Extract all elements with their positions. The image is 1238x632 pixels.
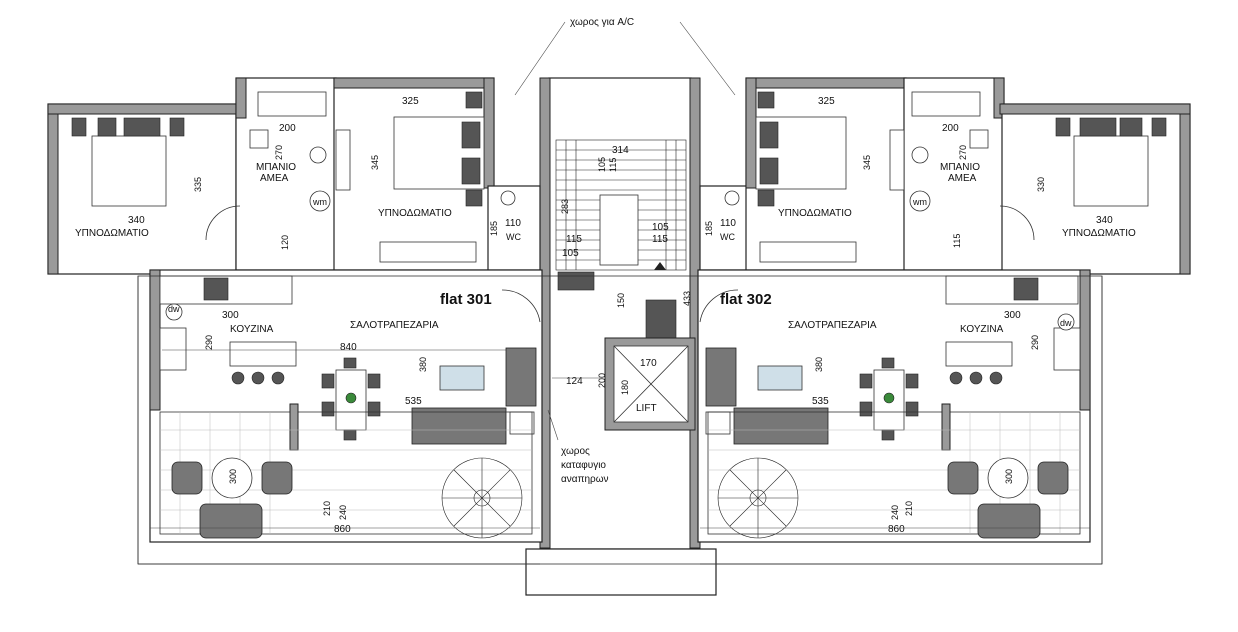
dim-kitchen-300-r: 300 (1004, 310, 1021, 321)
dim-bath-200: 200 (279, 123, 296, 134)
dim-core-433: 433 (682, 291, 692, 306)
dim-bed2-325: 325 (402, 96, 419, 107)
dim-balcony-300-l: 300 (228, 469, 238, 484)
lift-label: LIFT (636, 403, 657, 414)
kitchen-label-r: ΚΟΥΖΙΝΑ (960, 324, 1004, 335)
dim-living-840: 840 (340, 342, 357, 353)
wm-label-r: wm (912, 197, 927, 207)
dim-balcony-860-r: 860 (888, 524, 905, 535)
bedroom-label-r2: ΥΠΝΟΔΩΜΑΤΙΟ (778, 208, 852, 219)
ac-space-label: χωρος για A/C (570, 17, 634, 28)
bed-right-1 (1055, 117, 1167, 207)
living-label-l: ΣΑΛΟΤΡΑΠΕΖΑΡΙΑ (350, 320, 439, 331)
shelter-note-line2: καταφυγιο (561, 460, 606, 471)
kitchen-left (159, 275, 297, 385)
dim-bath-270: 270 (274, 145, 284, 160)
flat-302-title: flat 302 (720, 291, 772, 308)
dim-hall-115-r: 115 (952, 234, 962, 248)
dim-core-105-a: 105 (597, 157, 607, 172)
bath-right (909, 91, 989, 212)
flat-301-title: flat 301 (440, 291, 492, 308)
dim-wc-185-r: 185 (704, 221, 714, 236)
dim-bed1-335: 335 (193, 177, 203, 192)
lift: LIFT (604, 337, 696, 431)
ac-note: χωρος για A/C (514, 17, 736, 96)
dw-label-r: dw (1060, 318, 1072, 328)
kitchen-right (945, 275, 1081, 385)
bath-left (249, 91, 331, 212)
bath-label-r: ΜΠΑΝΙΟ (940, 162, 980, 173)
bed-right-2 (755, 91, 905, 263)
dim-bath-200-r: 200 (942, 123, 959, 134)
bath-sub-label-r: ΑΜΕΑ (948, 173, 977, 184)
dim-balcony-240-r: 240 (890, 505, 900, 520)
dim-balcony-210-r: 210 (904, 501, 914, 516)
dim-living-535-r: 535 (812, 396, 829, 407)
dim-core-115-a: 115 (608, 158, 618, 172)
dw-label-l: dw (168, 304, 180, 314)
dim-kitchen-300: 300 (222, 310, 239, 321)
balcony-right (707, 403, 1081, 539)
dim-balcony-860-l: 860 (334, 524, 351, 535)
shelter-note-line1: χωρος (561, 446, 590, 457)
dim-lift-shaft: 200 (597, 373, 607, 388)
dim-lift-depth: 180 (620, 380, 630, 395)
dim-core-115-c: 115 (652, 234, 668, 245)
kitchen-label-l: ΚΟΥΖΙΝΑ (230, 324, 274, 335)
dim-wc-110: 110 (505, 218, 521, 229)
dim-bath-270-r: 270 (958, 145, 968, 160)
dim-core-105-b: 105 (562, 248, 579, 259)
dim-balcony-210-l: 210 (322, 501, 332, 516)
dim-bed-r2-345: 345 (862, 155, 872, 170)
dim-bed1-340: 340 (128, 215, 145, 226)
wm-label-l: wm (312, 197, 327, 207)
sofa-right (705, 347, 829, 445)
bedroom-label-r1: ΥΠΝΟΔΩΜΑΤΙΟ (1062, 228, 1136, 239)
dim-core-150: 150 (616, 293, 626, 308)
dim-bed-r1-340: 340 (1096, 215, 1113, 226)
dim-living-380: 380 (418, 357, 428, 372)
bedroom-label-l1: ΥΠΝΟΔΩΜΑΤΙΟ (75, 228, 149, 239)
flat-301: 340 ΥΠΝΟΔΩΜΑΤΙΟ 335 200 270 ΜΠΑΝΙΟ ΑΜΕΑ … (47, 77, 543, 565)
dim-bed2-345: 345 (370, 155, 380, 170)
bedroom-label-l2: ΥΠΝΟΔΩΜΑΤΙΟ (378, 208, 452, 219)
wc-label-r: WC (720, 232, 735, 242)
bath-sub-label-l: ΑΜΕΑ (260, 173, 289, 184)
dim-living-380-r: 380 (814, 357, 824, 372)
dim-kitchen-290-r: 290 (1030, 335, 1040, 350)
dining-right (859, 357, 919, 441)
flat-302: 110 185 WC 325 345 ΥΠΝΟΔΩΜΑΤΙΟ 200 270 Μ… (697, 77, 1191, 565)
dim-core-314: 314 (612, 145, 629, 156)
dim-balcony-300-r: 300 (1004, 469, 1014, 484)
bath-label-l: ΜΠΑΝΙΟ (256, 162, 296, 173)
dining-left (321, 357, 381, 441)
dim-bed-r1-330: 330 (1036, 177, 1046, 192)
bed-left-2 (335, 91, 485, 263)
dim-wc-185: 185 (489, 221, 499, 236)
shelter-note-line3: αναπηρων (561, 474, 609, 485)
dim-bed-r2-325: 325 (818, 96, 835, 107)
living-label-r: ΣΑΛΟΤΡΑΠΕΖΑΡΙΑ (788, 320, 877, 331)
balcony-left (159, 403, 533, 539)
dim-kitchen-290: 290 (204, 335, 214, 350)
dim-wc-110-r: 110 (720, 218, 736, 229)
dim-core-105-c: 105 (652, 222, 669, 233)
wc-label-l: WC (506, 232, 521, 242)
dim-hall-120: 120 (280, 235, 290, 250)
dim-core-283: 283 (560, 199, 570, 214)
bed-left-1 (71, 117, 185, 207)
dim-lift-width: 170 (640, 358, 657, 369)
dim-core-115-b: 115 (566, 234, 582, 245)
building-core: LIFT 170 180 200 124 314 105 115 283 115… (525, 77, 717, 596)
dim-balcony-240-l: 240 (338, 505, 348, 520)
dim-living-535: 535 (405, 396, 422, 407)
dim-core-124: 124 (566, 376, 583, 387)
